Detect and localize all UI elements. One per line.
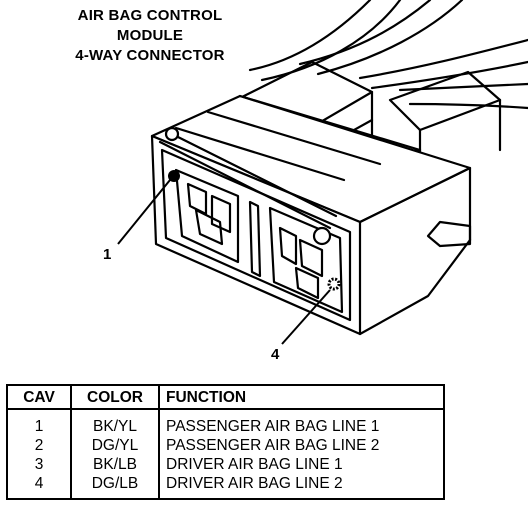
diagram-title: AIR BAG CONTROL MODULE 4-WAY CONNECTOR <box>40 6 260 66</box>
cell-function: DRIVER AIR BAG LINE 2 <box>166 475 343 492</box>
callout-cavity-1: 1 <box>103 246 112 263</box>
cavity-terminals <box>186 182 324 300</box>
leader-line-1 <box>117 179 171 245</box>
table-row: 2 DG/YL PASSENGER AIR BAG LINE 2 <box>7 436 444 455</box>
cell-color: DG/YL <box>71 436 160 455</box>
title-line-3: 4-WAY CONNECTOR <box>75 47 225 64</box>
leader-line-4 <box>281 289 331 345</box>
table-row: 1 BK/YL PASSENGER AIR BAG LINE 1 <box>7 409 444 436</box>
table-header-row: CAV COLOR FUNCTION <box>7 385 444 410</box>
latch-tab <box>426 220 472 248</box>
pinout-table: CAV COLOR FUNCTION 1 BK/YL PASSENGER AIR… <box>6 384 445 500</box>
header-color: COLOR <box>71 385 160 410</box>
title-line-2: MODULE <box>116 27 184 44</box>
cell-function: PASSENGER AIR BAG LINE 1 <box>166 418 380 435</box>
cell-function: DRIVER AIR BAG LINE 1 <box>166 456 343 473</box>
table-row: 4 DG/LB DRIVER AIR BAG LINE 2 <box>7 474 444 499</box>
cell-function: PASSENGER AIR BAG LINE 2 <box>166 437 380 454</box>
cell-color: BK/LB <box>71 455 160 474</box>
header-function: FUNCTION <box>159 385 444 410</box>
callout-cavity-4: 4 <box>271 346 280 363</box>
cell-cav: 4 <box>7 474 72 499</box>
title-line-1: AIR BAG CONTROL <box>77 7 223 24</box>
cell-cav: 1 <box>7 409 72 436</box>
wire-bundle <box>248 0 528 110</box>
header-cav: CAV <box>7 385 72 410</box>
cavity-1-marker <box>168 170 180 182</box>
cell-color: DG/LB <box>71 474 160 499</box>
connector-illustration <box>117 0 528 345</box>
cell-color: BK/YL <box>71 409 160 436</box>
cell-cav: 3 <box>7 455 72 474</box>
retainer-rod <box>158 126 338 246</box>
cell-cav: 2 <box>7 436 72 455</box>
table-row: 3 BK/LB DRIVER AIR BAG LINE 1 <box>7 455 444 474</box>
cavity-4-marker <box>327 277 341 291</box>
